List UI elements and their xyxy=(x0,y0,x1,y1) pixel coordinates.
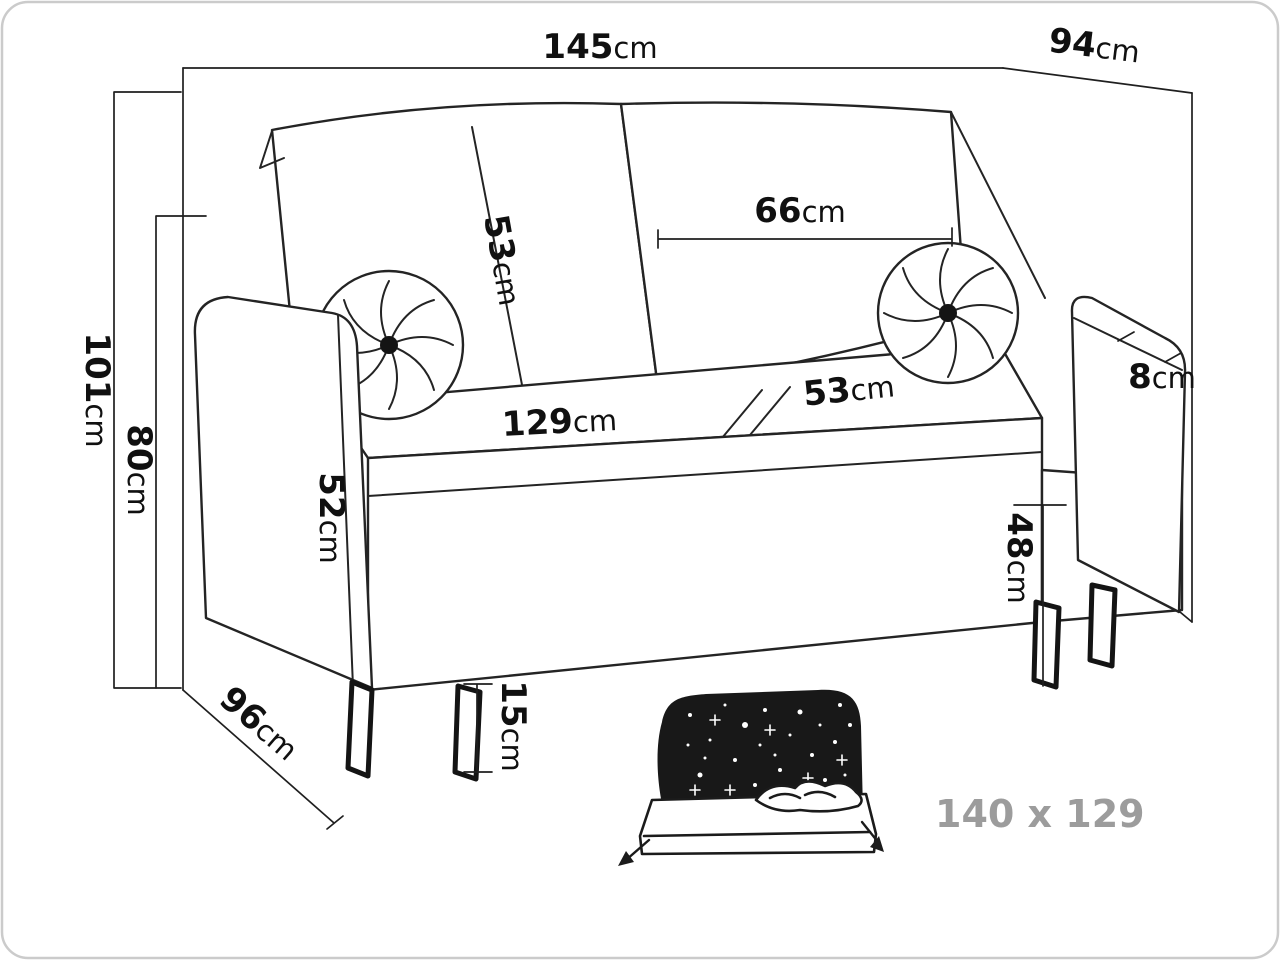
dim-backrest-height-label: 80cm xyxy=(119,424,159,516)
dim-armrest-width-value: 8 xyxy=(1128,357,1152,397)
dim-backrest-height-value: 80 xyxy=(119,424,159,471)
dim-seat-depth-value: 53 xyxy=(801,370,852,415)
leg-front-middle xyxy=(452,683,483,782)
fold-arrow-right-line xyxy=(860,820,880,844)
dim-depth-value: 94 xyxy=(1046,21,1098,66)
dim-armrest-height-value: 52 xyxy=(311,472,351,519)
dim-seat-height-label: 48cm xyxy=(999,512,1039,604)
back-cushion-left-crease xyxy=(471,126,524,391)
dim-armrest-width-label: 8cm xyxy=(1128,357,1196,397)
dim-seat-depth-label: 53cm xyxy=(801,365,896,414)
dim-seat-width-value: 129 xyxy=(501,401,574,445)
dim-leg-height-label: 15cm xyxy=(493,680,533,772)
back-cushion-left-wrinkle xyxy=(259,130,285,169)
bed-icon xyxy=(618,689,884,866)
dim-back-cushion-height-value: 53 xyxy=(475,212,523,266)
armrest-right xyxy=(1070,295,1187,614)
leg-front-left xyxy=(345,679,375,779)
dim-back-cushion-width-value: 66 xyxy=(754,191,801,231)
dim-width-unit: cm xyxy=(613,31,657,65)
dim-back-cushion-height-label: 53cm xyxy=(475,212,530,309)
front-base-seam xyxy=(367,451,1043,497)
armrest-left xyxy=(193,295,374,690)
dim-depth-unit: cm xyxy=(1094,30,1142,69)
dim-back-cushion-width-unit: cm xyxy=(802,195,846,229)
dim-backrest-height-unit: cm xyxy=(121,472,155,516)
dim-armrest-width-unit: cm xyxy=(1152,361,1196,395)
dim-seat-height-value: 48 xyxy=(999,512,1039,559)
dim-armrest-height-unit: cm xyxy=(313,520,347,564)
dim-depth-label: 94cm xyxy=(1046,21,1142,72)
dim-width-label: 145cm xyxy=(542,27,657,67)
fold-arrow-left-head xyxy=(618,851,634,866)
dimension-lines xyxy=(113,67,1193,830)
dim-leg-height-unit: cm xyxy=(495,728,529,772)
sofa-drawing xyxy=(193,101,1187,782)
sleeping-area-label: 140 x 129 xyxy=(935,792,1145,836)
leg-right-front xyxy=(1031,599,1062,690)
dim-seat-width-unit: cm xyxy=(572,403,618,439)
dim-total-height-value: 101 xyxy=(77,332,117,403)
pillow-creases xyxy=(768,790,837,800)
dim-width-value: 145 xyxy=(542,27,613,67)
armrest-left-inner-edge xyxy=(337,314,354,688)
armrest-right-top-edge xyxy=(1073,317,1183,371)
dim-seat-width-label: 129cm xyxy=(501,399,618,445)
star-field xyxy=(686,703,852,796)
dim-seat-depth-unit: cm xyxy=(849,369,897,407)
leg-right-back xyxy=(1087,582,1118,669)
dim-armrest-height-label: 52cm xyxy=(311,472,351,564)
mattress-edge xyxy=(642,830,872,838)
pillow xyxy=(754,780,863,813)
back-frame-right-edge xyxy=(950,111,1046,299)
fold-arrow-right-head xyxy=(870,836,884,852)
dim-total-height-label: 101cm xyxy=(77,332,117,447)
dim-back-cushion-height-unit: cm xyxy=(485,259,526,308)
dim-total-height-unit: cm xyxy=(79,403,113,447)
round-pillow-right xyxy=(876,241,1020,385)
dim-leg-height-value: 15 xyxy=(493,680,533,727)
dim-back-cushion-width-label: 66cm xyxy=(754,191,846,231)
dim-seat-height-unit: cm xyxy=(1001,560,1035,604)
